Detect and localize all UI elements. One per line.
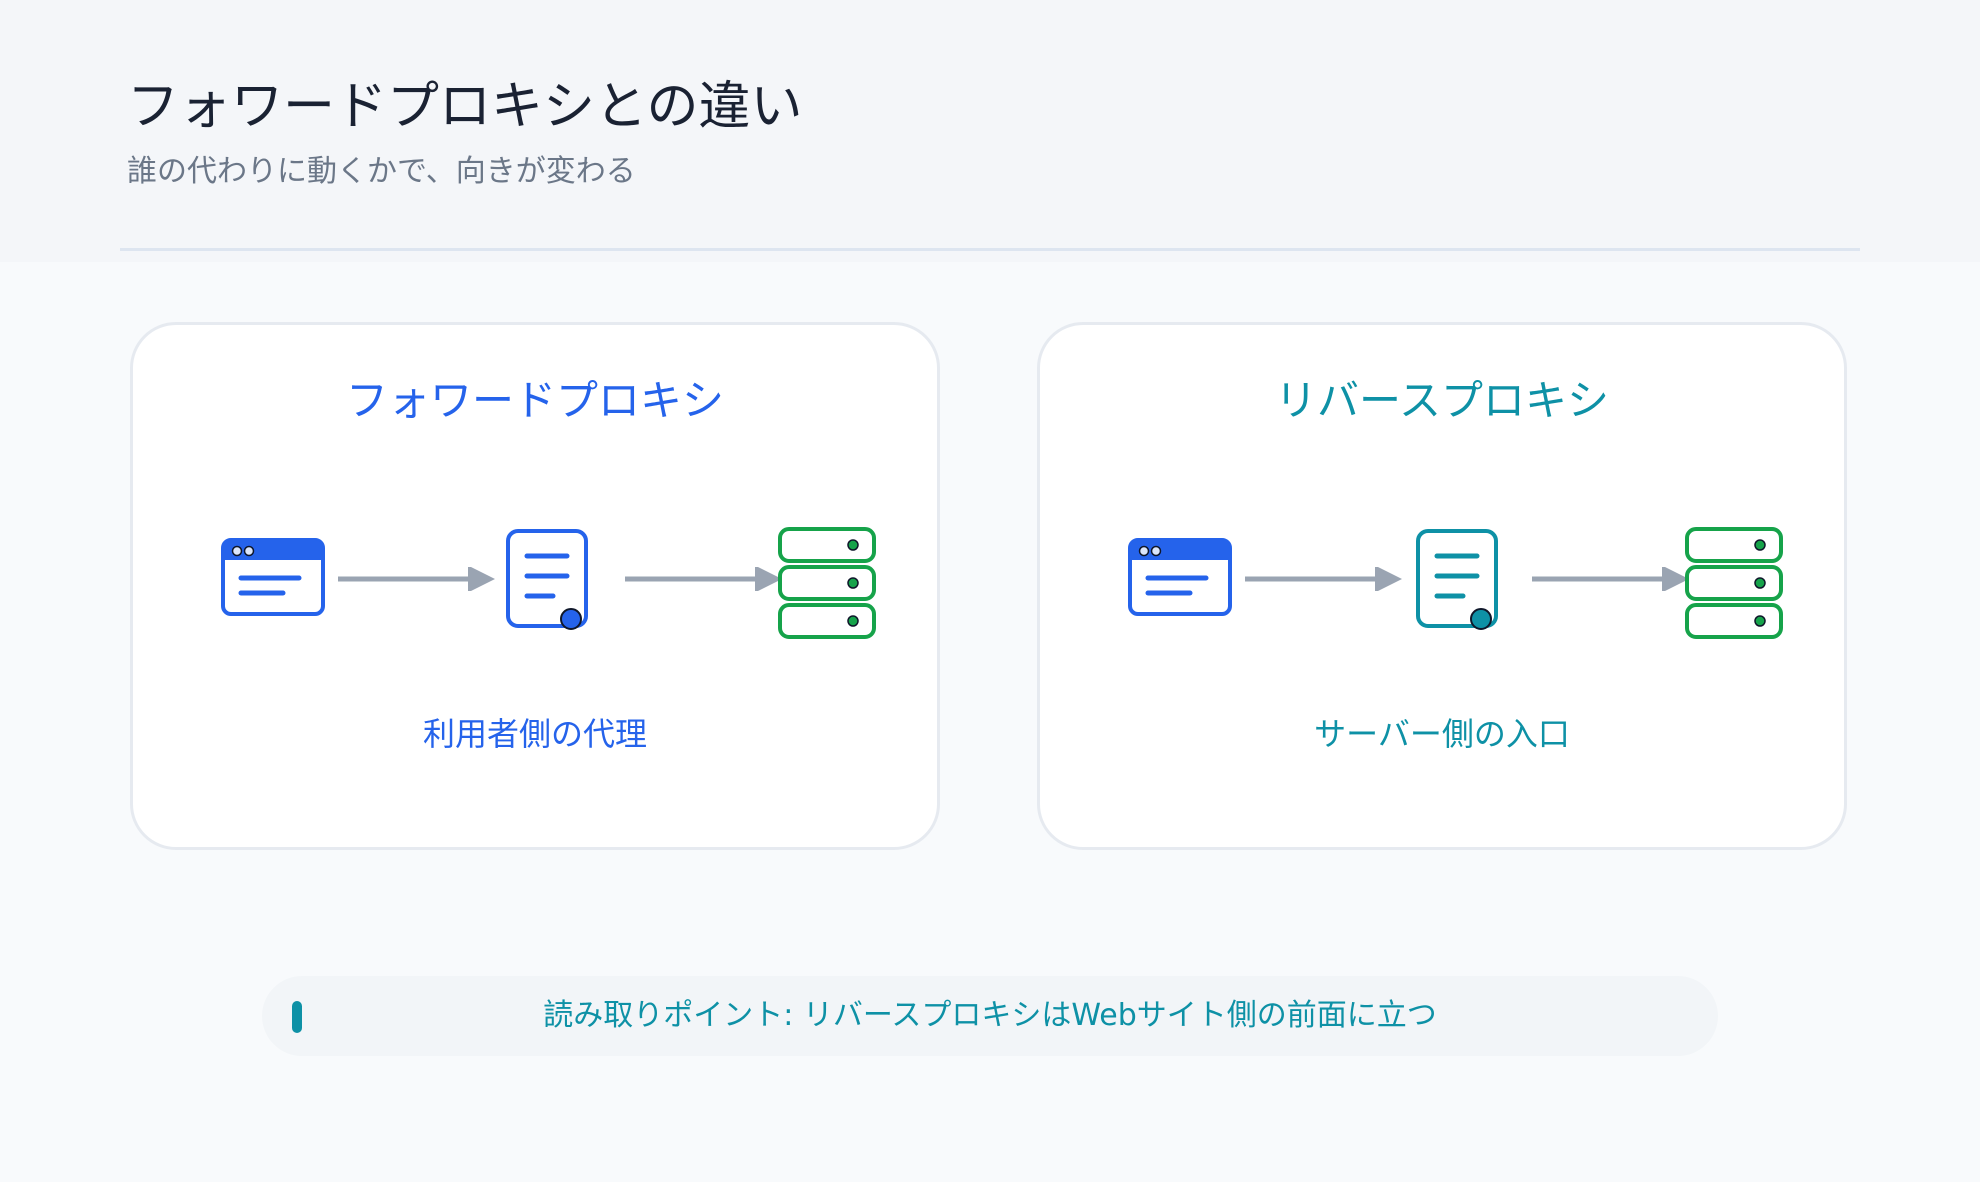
forward-proxy-panel: フォワードプロキシ: [130, 322, 940, 850]
browser-window-icon: [221, 538, 325, 616]
reverse-proxy-caption: サーバー側の入口: [1314, 715, 1570, 753]
header-band: フォワードプロキシとの違い 誰の代わりに動くかで、向きが変わる: [0, 0, 1980, 262]
arrow-icon: [1245, 567, 1402, 591]
server-stack-icon: [778, 527, 876, 639]
takeaway-note: 読み取りポイント: リバースプロキシはWebサイト側の前面に立つ: [262, 976, 1718, 1056]
arrow-icon: [625, 567, 782, 591]
takeaway-text: 読み取りポイント: リバースプロキシはWebサイト側の前面に立つ: [543, 998, 1437, 1033]
forward-proxy-caption: 利用者側の代理: [422, 715, 647, 753]
browser-window-icon: [1128, 538, 1232, 616]
reverse-proxy-panel: リバースプロキシ: [1037, 322, 1847, 850]
proxy-document-icon: [1416, 529, 1498, 630]
arrow-icon: [1532, 567, 1689, 591]
note-accent-bar: [292, 1001, 302, 1033]
proxy-document-icon: [506, 529, 588, 630]
arrow-icon: [338, 567, 495, 591]
server-stack-icon: [1685, 527, 1783, 639]
page-title: フォワードプロキシとの違い: [127, 77, 803, 137]
forward-proxy-flow: [221, 527, 876, 639]
page-subtitle: 誰の代わりに動くかで、向きが変わる: [127, 154, 636, 189]
forward-proxy-title: フォワードプロキシ: [345, 376, 724, 425]
reverse-proxy-flow: [1128, 527, 1783, 639]
reverse-proxy-title: リバースプロキシ: [1275, 376, 1609, 425]
header-divider: [120, 248, 1860, 251]
